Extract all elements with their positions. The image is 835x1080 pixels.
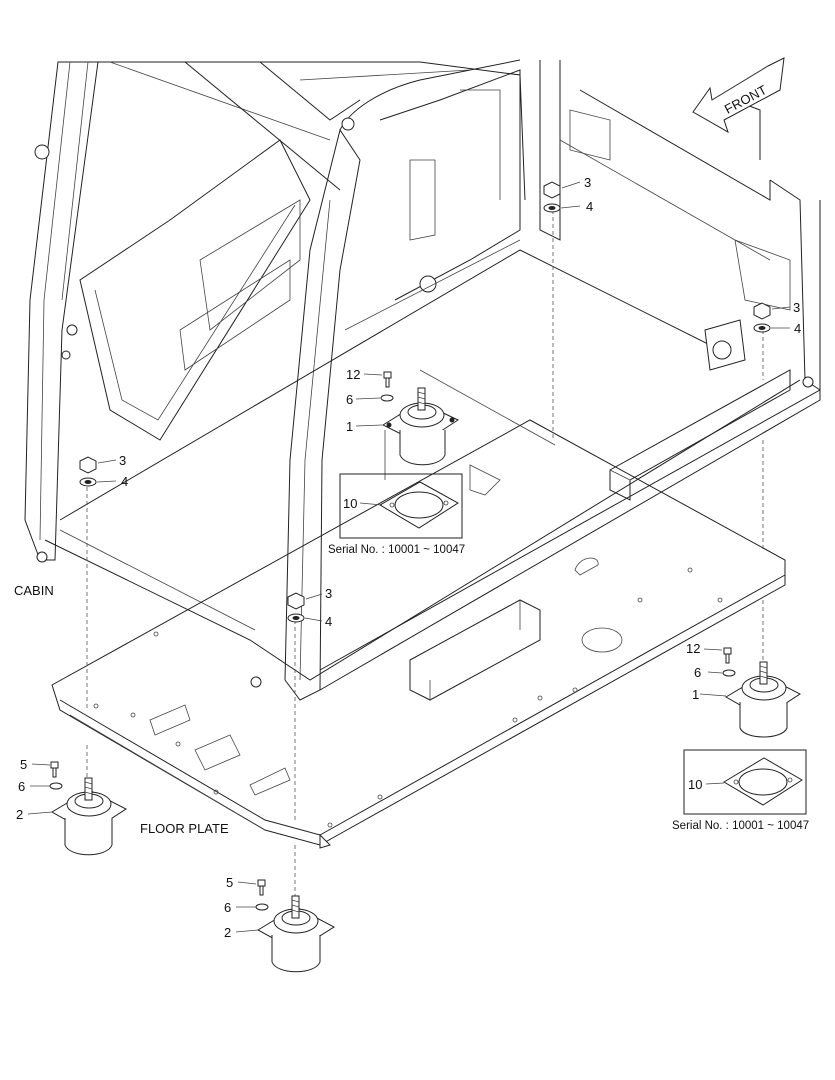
callout-4: 4 xyxy=(586,199,593,214)
floor-plate xyxy=(51,419,786,849)
isolator-pad-right xyxy=(683,749,807,815)
front-arrow-icon xyxy=(692,57,785,134)
callout-10: 10 xyxy=(343,496,357,511)
cabin-frame xyxy=(24,59,821,701)
callout-3: 3 xyxy=(793,300,800,315)
nut-washer-left xyxy=(79,456,97,487)
callout-2: 2 xyxy=(224,925,231,940)
floor-plate-label: FLOOR PLATE xyxy=(140,821,229,836)
callout-6: 6 xyxy=(694,665,701,680)
isolator-mount-center xyxy=(255,879,335,973)
callout-3: 3 xyxy=(119,453,126,468)
cabin-label: CABIN xyxy=(14,583,54,598)
callout-2: 2 xyxy=(16,807,23,822)
callout-1: 1 xyxy=(692,687,699,702)
callout-3: 3 xyxy=(584,175,591,190)
serial-note-upper: Serial No. : 10001 ~ 10047 xyxy=(328,544,465,556)
callout-6: 6 xyxy=(224,900,231,915)
callout-6: 6 xyxy=(18,779,25,794)
callout-12: 12 xyxy=(686,641,700,656)
mount-leader-lines xyxy=(86,210,764,900)
nut-washer-right xyxy=(753,302,771,333)
isolator-mount-left xyxy=(49,761,127,856)
callout-4: 4 xyxy=(325,614,332,629)
serial-note-right: Serial No. : 10001 ~ 10047 xyxy=(672,820,809,832)
isolator-mount-right xyxy=(722,647,801,738)
callout-3: 3 xyxy=(325,586,332,601)
nut-washer-top xyxy=(543,181,561,213)
callout-4: 4 xyxy=(121,474,128,489)
callout-5: 5 xyxy=(226,875,233,890)
callout-12: 12 xyxy=(346,367,360,382)
callout-leaders xyxy=(27,181,791,933)
callout-10: 10 xyxy=(688,777,702,792)
callout-6: 6 xyxy=(346,392,353,407)
callout-1: 1 xyxy=(346,419,353,434)
nut-washer-center xyxy=(287,592,305,623)
isolator-mount-upper xyxy=(380,371,460,466)
isolator-pad-upper xyxy=(339,473,463,539)
callout-5: 5 xyxy=(20,757,27,772)
callout-4: 4 xyxy=(794,321,801,336)
